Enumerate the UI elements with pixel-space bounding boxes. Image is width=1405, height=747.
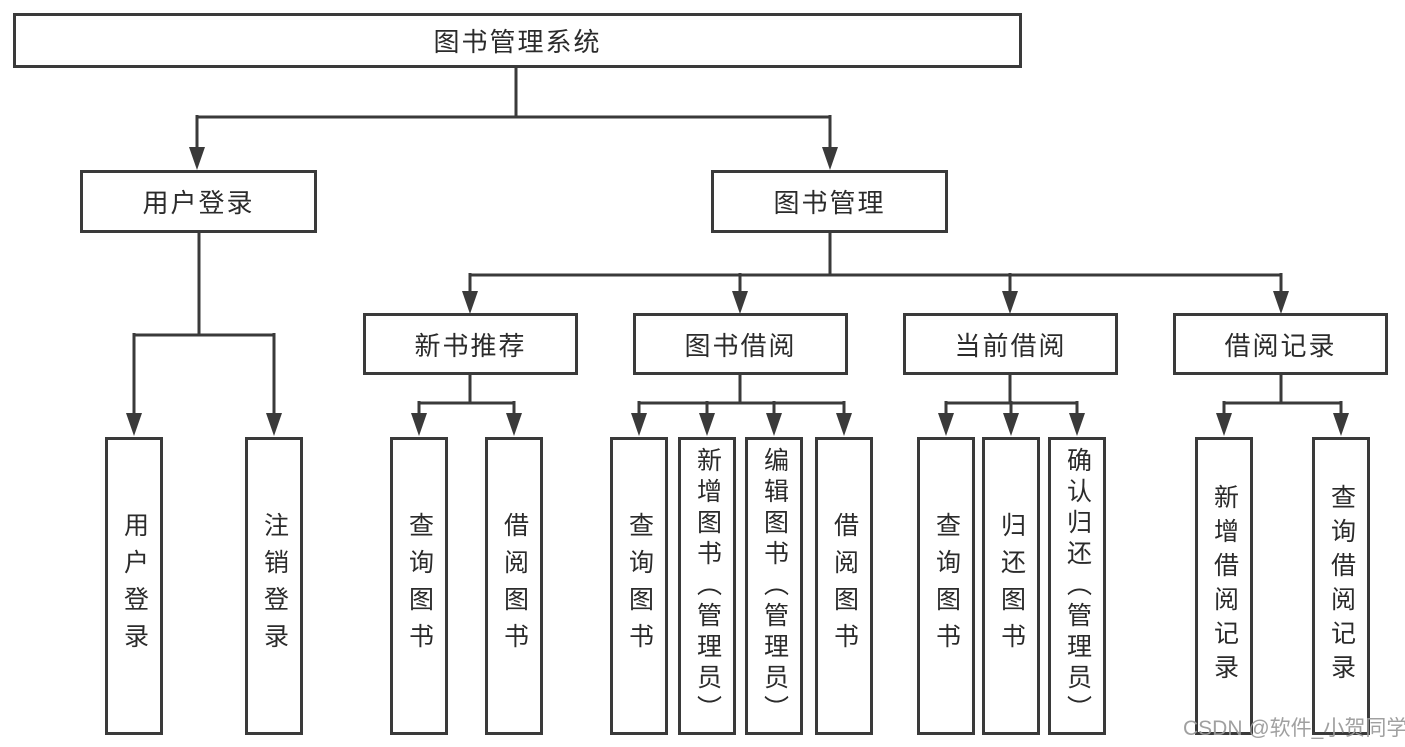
leaf-add-borrow-record: 新增借阅记录 [1195, 437, 1253, 735]
leaf-edit-book-admin: 编辑图书（管理员） [745, 437, 803, 735]
leaf-add-book-admin: 新增图书（管理员） [678, 437, 736, 735]
node-book-borrow: 图书借阅 [633, 313, 848, 375]
node-root: 图书管理系统 [13, 13, 1022, 68]
csdn-watermark: CSDN @软件_小贺同学 [1183, 717, 1405, 740]
node-borrow-records: 借阅记录 [1173, 313, 1388, 375]
leaf-return-book: 归还图书 [982, 437, 1040, 735]
leaf-user-login: 用户登录 [105, 437, 163, 735]
node-user-login: 用户登录 [80, 170, 317, 233]
leaf-query-books-recommend: 查询图书 [390, 437, 448, 735]
leaf-query-books-borrow: 查询图书 [610, 437, 668, 735]
leaf-query-books-current: 查询图书 [917, 437, 975, 735]
leaf-logout: 注销登录 [245, 437, 303, 735]
leaf-borrow-books-recommend: 借阅图书 [485, 437, 543, 735]
leaf-borrow-books-2: 借阅图书 [815, 437, 873, 735]
node-book-management: 图书管理 [711, 170, 948, 233]
leaf-confirm-return-admin: 确认归还（管理员） [1048, 437, 1106, 735]
node-current-borrow: 当前借阅 [903, 313, 1118, 375]
node-new-book-recommend: 新书推荐 [363, 313, 578, 375]
leaf-query-borrow-record: 查询借阅记录 [1312, 437, 1370, 735]
